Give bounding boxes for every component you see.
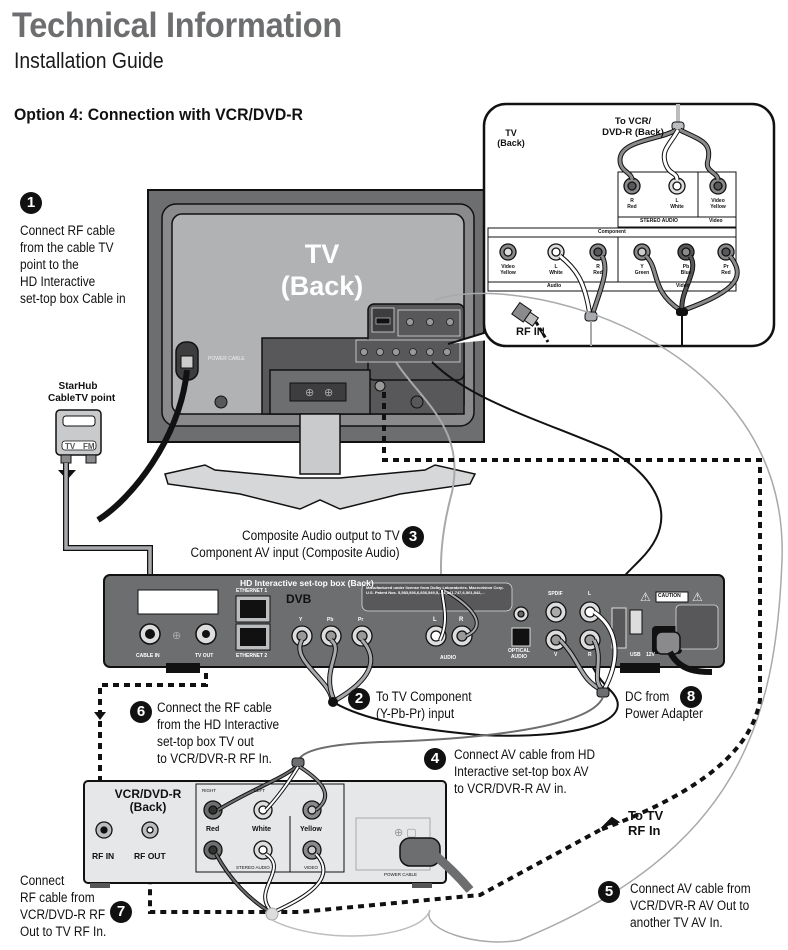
page-subtitle: Installation Guide [14, 48, 164, 73]
stb-spdif: SPDIF [548, 591, 563, 597]
stb-tv-out: TV OUT [195, 653, 214, 659]
starhub-cable-point-illustration [55, 409, 102, 480]
stb-av-v: V [554, 652, 558, 658]
svg-text:⚠: ⚠ [640, 590, 651, 604]
stb-label: HD Interactive set-top box (Back) [240, 578, 374, 588]
inset-stereo-audio-label: STEREO AUDIO [640, 218, 678, 224]
stb-pb-label: Pb [327, 617, 334, 623]
step-7-text: Connect RF cable from VCR/DVD-R RF Out t… [20, 873, 107, 939]
vcr-red: Red [206, 826, 220, 833]
inset-tv-back-label: TV (Back) [497, 128, 525, 148]
stb-power-12v: 12V [646, 652, 655, 658]
option-heading: Option 4: Connection with VCR/DVD-R [14, 105, 303, 124]
vcr-video: VIDEO [304, 865, 319, 870]
tv-back-label: TV (Back) [280, 239, 364, 301]
inset-rf-in-label: RF IN [516, 326, 545, 338]
svg-text:⊕ ▢: ⊕ ▢ [394, 827, 417, 839]
vcr-rf-out: RF OUT [134, 851, 166, 861]
vcr-left: LEFT [254, 788, 266, 793]
stb-pr-label: Pr [358, 617, 364, 623]
step-1-text: Connect RF cable from the cable TV point… [20, 223, 126, 306]
svg-text:⊕: ⊕ [172, 630, 181, 642]
cable-point-fm-port: FM [83, 442, 95, 451]
step-badge-2: 2 [348, 688, 370, 710]
vcr-white: White [252, 826, 272, 833]
stb-y-label: Y [299, 617, 303, 623]
step-8-text: DC from Power Adapter [625, 689, 703, 721]
svg-text:⚠: ⚠ [692, 590, 703, 604]
svg-text:⊕: ⊕ [324, 387, 333, 399]
step-2-text: To TV Component (Y-Pb-Pr) input [376, 689, 472, 721]
tv-connector-inset [482, 102, 776, 348]
step-badge-6: 6 [130, 701, 152, 723]
inset-audio-label: Audio [547, 283, 562, 289]
inset-component-label: Component [598, 229, 626, 235]
step-3-text: Composite Audio output to TV Component A… [190, 528, 400, 560]
vcr-dvd-back-illustration: ⊕ ▢ [83, 780, 447, 888]
stb-dvb-logo: DVB [286, 592, 312, 606]
cable-point-label: StarHub CableTV point [48, 381, 116, 404]
step-badge-3: 3 [402, 526, 424, 548]
inset-video-bottom-label: Video [676, 283, 690, 289]
vcr-rf-in: RF IN [92, 851, 115, 861]
tv-power-cable-label: POWER CABLE [208, 356, 245, 362]
step-badge-7: 7 [110, 901, 132, 923]
stb-audio-label: AUDIO [440, 655, 457, 661]
stb-usb: USB [630, 652, 641, 658]
vcr-power-cable: POWER CABLE [384, 872, 418, 877]
tv-back-illustration: ⊕ ⊕ [147, 189, 485, 510]
step-badge-5: 5 [598, 881, 620, 903]
to-tv-rf-in-label: To TV RF In [628, 808, 664, 838]
cable-point-tv-port: TV [65, 442, 76, 451]
vcr-stereo-audio: STEREO AUDIO [236, 865, 270, 870]
stb-caution: CAUTION [658, 593, 681, 599]
stb-ethernet2: ETHERNET 2 [236, 653, 268, 659]
step-badge-1: 1 [20, 192, 42, 214]
set-top-box-illustration: ⊕ ⚠ ⚠ [103, 574, 725, 673]
stb-av-r: R [588, 652, 592, 658]
vcr-yellow: Yellow [300, 826, 322, 833]
inset-to-vcr-label: To VCR/ DVD-R (Back) [602, 116, 664, 138]
stb-cable-in: CABLE IN [136, 653, 160, 659]
stb-ethernet1: ETHERNET 1 [236, 588, 268, 594]
vcr-label: VCR/DVD-R (Back) [114, 787, 182, 814]
step-badge-8: 8 [680, 686, 702, 708]
step-6-text: Connect the RF cable from the HD Interac… [157, 700, 280, 766]
inset-video-label: Video [709, 218, 723, 224]
step-badge-4: 4 [424, 748, 446, 770]
page-title: Technical Information [12, 6, 342, 45]
stb-av-l: L [588, 591, 592, 597]
step-4-text: Connect AV cable from HD Interactive set… [454, 747, 596, 796]
stb-audio-r-label: R [459, 617, 464, 623]
stb-dolby-notice: Manufactured under license from Dolby La… [366, 585, 504, 595]
svg-text:⊕: ⊕ [305, 387, 314, 399]
stb-audio-l-label: L [433, 617, 437, 623]
step-5-text: Connect AV cable from VCR/DVR-R AV Out t… [630, 881, 751, 930]
vcr-right: RIGHT [202, 788, 216, 793]
